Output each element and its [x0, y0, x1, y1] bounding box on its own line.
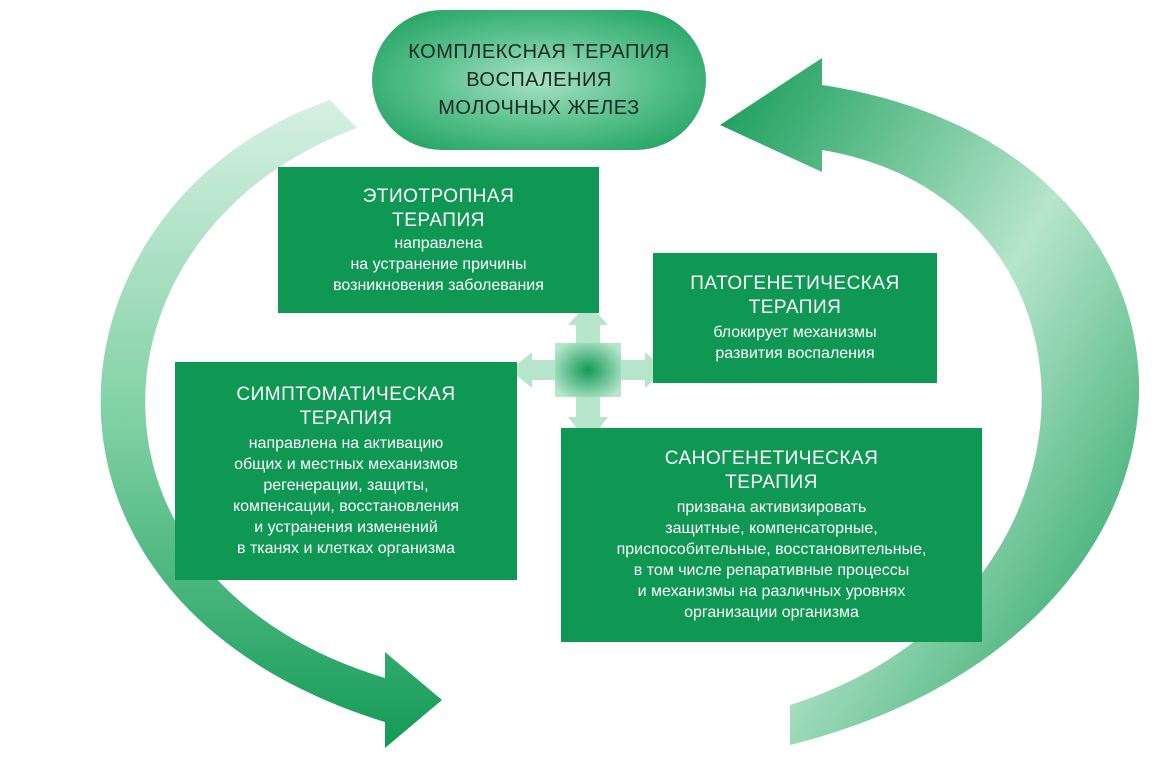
etiotropic-therapy-box: ЭТИОТРОПНАЯ ТЕРАПИЯ направлена на устран…: [278, 167, 599, 313]
sanogenetic-therapy-box: САНОГЕНЕТИЧЕСКАЯ ТЕРАПИЯ призвана активи…: [561, 428, 982, 642]
box-desc: общих и местных механизмов: [234, 456, 458, 473]
box-title: СИМПТОМАТИЧЕСКАЯ: [236, 384, 456, 405]
box-title: ЭТИОТРОПНАЯ: [362, 185, 515, 207]
title-line: КОМПЛЕКСНАЯ ТЕРАПИЯ: [408, 41, 670, 63]
symptomatic-therapy-box: СИМПТОМАТИЧЕСКАЯ ТЕРАПИЯ направлена на а…: [175, 362, 517, 580]
box-desc: компенсации, восстановления: [232, 498, 460, 515]
box-desc: в тканях и клетках организма: [237, 540, 455, 557]
box-desc: направлена: [394, 234, 483, 252]
title-line: МОЛОЧНЫХ ЖЕЛЕЗ: [438, 97, 640, 119]
box-desc: защитные, компенсаторные,: [665, 520, 878, 537]
box-desc: возникновения заболевания: [333, 276, 544, 294]
box-title: ТЕРАПИЯ: [748, 297, 842, 318]
box-desc: регенерации, защиты,: [263, 477, 429, 494]
box-title: ТЕРАПИЯ: [299, 408, 393, 429]
center-square: [555, 343, 621, 397]
box-desc: призвана активизировать: [676, 499, 867, 516]
box-desc: приспособительные, восстановительные,: [616, 541, 927, 558]
left-cycle-arrow: [100, 100, 442, 748]
pathogenetic-therapy-box: ПАТОГЕНЕТИЧЕСКАЯ ТЕРАПИЯ блокирует механ…: [653, 253, 937, 383]
title-pill: КОМПЛЕКСНАЯ ТЕРАПИЯ ВОСПАЛЕНИЯ МОЛОЧНЫХ …: [372, 10, 706, 150]
box-title: ПАТОГЕНЕТИЧЕСКАЯ: [690, 273, 900, 294]
box-desc: в том числе репаративные процессы: [633, 562, 910, 579]
box-desc: и механизмы на различных уровнях: [637, 583, 906, 600]
title-line: ВОСПАЛЕНИЯ: [466, 69, 612, 91]
box-desc: на устранение причины: [350, 255, 527, 273]
box-title: ТЕРАПИЯ: [725, 472, 818, 493]
box-desc: блокирует механизмы: [713, 324, 877, 341]
box-desc: направлена на активацию: [248, 435, 444, 452]
box-desc: развития воспаления: [715, 345, 875, 362]
box-desc: организации организма: [684, 604, 859, 621]
right-cycle-arrow: [720, 58, 1140, 745]
box-title: ТЕРАПИЯ: [392, 209, 485, 231]
box-desc: и устранения изменений: [254, 519, 438, 536]
box-title: САНОГЕНЕТИЧЕСКАЯ: [664, 448, 879, 469]
